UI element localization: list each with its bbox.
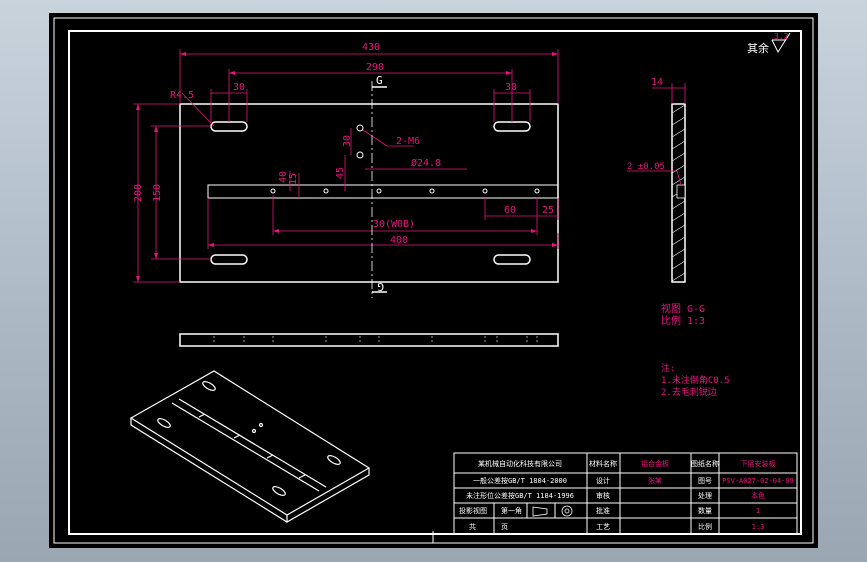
dim-2m6: 2-M6 xyxy=(396,136,420,147)
dim-30w0b: 30(W0B) xyxy=(373,219,415,230)
view-note-1: 视图 G-G xyxy=(661,302,705,315)
center-channel xyxy=(207,184,559,199)
hole-m6-b xyxy=(356,151,364,159)
dim-14: 14 xyxy=(651,77,663,88)
tb-r1: 一般公差按GB/T 1804-2000 xyxy=(473,476,567,485)
tb-lbl-scale: 比例 xyxy=(698,522,712,531)
dim-30-left: 30 xyxy=(233,82,245,93)
tb-r4b: 页 xyxy=(501,523,508,531)
slot-tl xyxy=(210,121,248,132)
hole-m6-a xyxy=(356,124,364,132)
tb-company: 某机械自动化科技有限公司 xyxy=(478,459,562,468)
hole-5 xyxy=(482,188,488,194)
view-note-2: 比例 1:3 xyxy=(661,314,705,327)
dim-430: 430 xyxy=(362,42,380,53)
tb-lbl-process: 工艺 xyxy=(596,523,610,531)
hole-6 xyxy=(534,188,540,194)
notes-line1: 1.未注倒角C0.5 xyxy=(661,374,730,386)
tb-name: 下层安装板 xyxy=(741,459,776,468)
tb-lbl-name: 图纸名称 xyxy=(691,459,719,468)
inner-border xyxy=(68,30,802,535)
title-block xyxy=(453,452,798,535)
tb-lbl-check: 审核 xyxy=(596,491,610,500)
tb-lbl-approve: 批准 xyxy=(596,506,610,515)
svg-text:3.2: 3.2 xyxy=(774,32,789,41)
tb-lbl-finish: 处理 xyxy=(698,491,712,500)
cad-drawing: 430 290 30 30 R4.5 200 150 2-M6 30 45 Ø2… xyxy=(53,17,814,544)
tb-scale: 1:3 xyxy=(752,523,765,531)
tb-r3b: 第一角 xyxy=(501,506,522,515)
dim-dia224: Ø24.8 xyxy=(411,157,441,169)
isometric-view xyxy=(129,370,371,523)
slot-br xyxy=(493,254,531,265)
tb-r4a: 共 xyxy=(469,522,476,531)
svg-text:其余: 其余 xyxy=(747,41,769,55)
front-view xyxy=(179,103,559,283)
slot-tr xyxy=(493,121,531,132)
tb-r3a: 投影视图 xyxy=(459,506,487,515)
title-block-text: 某机械自动化科技有限公司 一般公差按GB/T 1804-2000 未注形位公差按… xyxy=(459,459,719,531)
tb-lbl-material: 材料名称 xyxy=(589,459,617,468)
dim-30-vert: 30 xyxy=(342,135,353,147)
dim-45: 45 xyxy=(335,167,346,179)
roughness-symbol: 其余 3.2 xyxy=(747,32,791,55)
projection-symbol xyxy=(532,505,573,517)
dim-30-right: 30 xyxy=(505,82,517,93)
tb-qty: 1 xyxy=(756,507,760,515)
dim-60: 60 xyxy=(504,205,516,216)
tb-material: 铝合金板 xyxy=(641,459,669,468)
tb-design: 张某 xyxy=(648,476,662,485)
tb-no: PSV-A027-02-04-09 xyxy=(722,477,794,485)
notes-title: 注: xyxy=(661,362,675,374)
tb-r2: 未注形位公差按GB/T 1184-1996 xyxy=(466,491,574,500)
dim-400: 400 xyxy=(390,235,408,246)
dim-15: 15 xyxy=(288,173,299,185)
dim-r45: R4.5 xyxy=(170,90,194,101)
top-edge-view xyxy=(179,333,559,347)
hole-2 xyxy=(323,188,329,194)
tb-lbl-design: 设计 xyxy=(596,476,610,485)
section-label-top: G xyxy=(376,74,383,87)
tb-finish: 本色 xyxy=(751,491,765,500)
dim-290: 290 xyxy=(366,62,384,73)
drawing-canvas: 430 290 30 30 R4.5 200 150 2-M6 30 45 Ø2… xyxy=(49,13,818,548)
hole-1 xyxy=(270,188,276,194)
dim-2x: 2 ±0.05 xyxy=(627,162,665,172)
tb-lbl-no: 图号 xyxy=(698,477,712,485)
notes-line2: 2.去毛刺锐边 xyxy=(661,386,717,398)
tb-lbl-qty: 数量 xyxy=(698,506,712,515)
dim-25: 25 xyxy=(542,205,554,216)
dimension-lines xyxy=(133,49,559,283)
slot-bl xyxy=(210,254,248,265)
dim-200: 200 xyxy=(133,184,144,202)
section-label-bottom: G xyxy=(377,280,384,293)
hole-4 xyxy=(429,188,435,194)
title-block-values: 铝合金板 张某 下层安装板 PSV-A027-02-04-09 本色 1 1:3 xyxy=(641,459,794,531)
side-view: 14 2 ±0.05 xyxy=(627,77,686,283)
dimension-text: 430 290 30 30 R4.5 200 150 2-M6 30 45 Ø2… xyxy=(133,42,554,246)
arrows xyxy=(136,52,558,282)
hole-3 xyxy=(376,188,382,194)
dim-150: 150 xyxy=(152,184,163,202)
dim-40: 40 xyxy=(278,171,289,183)
